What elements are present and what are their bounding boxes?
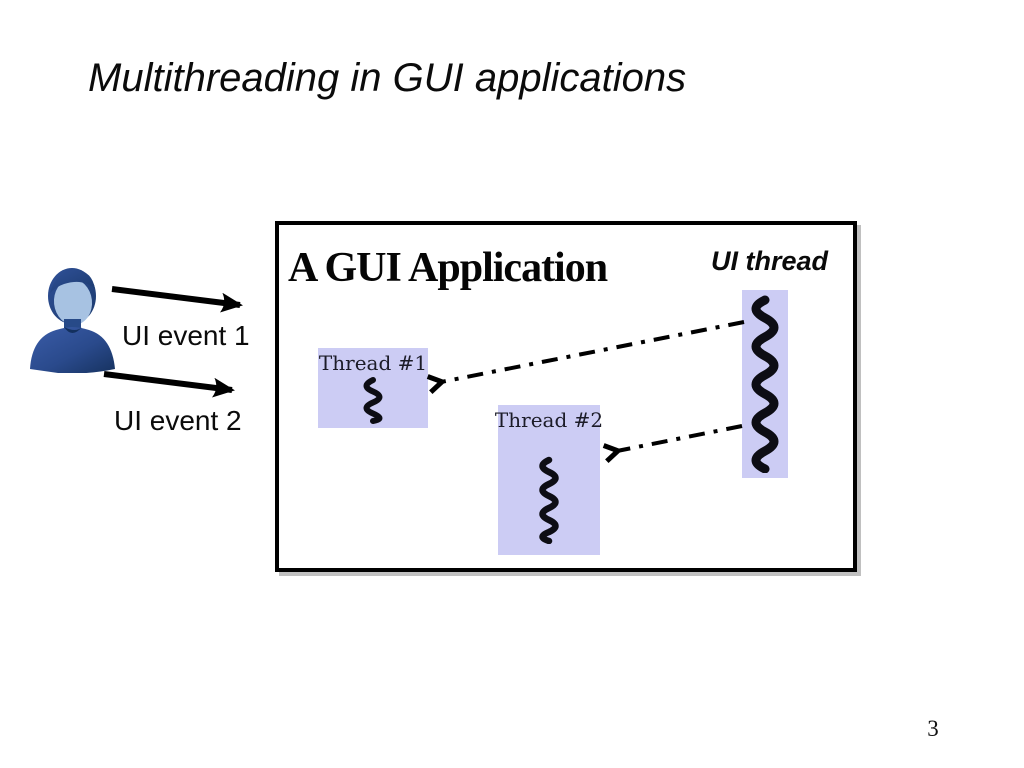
- user-avatar-graphic: [30, 268, 115, 374]
- thread1-label: Thread #1: [318, 351, 428, 375]
- thread2-label: Thread #2: [494, 408, 604, 432]
- ui-thread-label: UI thread: [711, 246, 829, 276]
- ui-event-2-label: UI event 2: [114, 405, 242, 436]
- thread-squiggle-icon: [536, 456, 562, 549]
- ui-thread-box: [742, 290, 788, 478]
- gui-application-title: A GUI Application: [288, 245, 608, 291]
- ui-event-1-arrow: [111, 286, 243, 313]
- thread2-box: Thread #2: [494, 405, 604, 555]
- thread-squiggle-icon: [360, 376, 386, 429]
- ui-event-1-label: UI event 1: [122, 320, 250, 351]
- slide-title: Multithreading in GUI applications: [88, 56, 687, 100]
- page-number: 3: [927, 716, 939, 741]
- ui-event-2-arrow: [103, 371, 235, 398]
- thread1-box: Thread #1: [318, 348, 428, 428]
- thread-squiggle-icon: [751, 295, 779, 473]
- user-avatar-icon: [26, 263, 118, 374]
